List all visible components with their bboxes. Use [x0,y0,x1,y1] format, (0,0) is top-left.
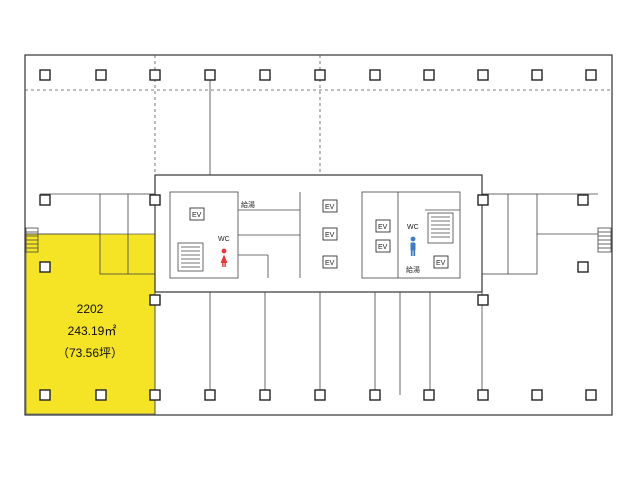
column [369,69,381,81]
unit-number: 2202 [77,302,104,316]
right-wing [481,193,598,275]
left-core [169,191,301,279]
column [149,294,161,306]
male-figure-icon [410,236,416,256]
column [314,389,326,401]
ev-label: EV [378,244,388,251]
column [149,69,161,81]
left-wing [26,193,156,275]
unit-area-tsubo: （73.56坪） [57,346,123,360]
core-outline [154,174,483,293]
structural-columns [39,69,597,401]
column [314,69,326,81]
ev-box-3 [322,227,338,241]
column [39,389,51,401]
column [149,194,161,206]
ev-box-2 [322,199,338,213]
column [477,194,489,206]
right-core [361,191,461,279]
wc-label-men: WC [407,224,419,231]
column [585,389,597,401]
column [39,69,51,81]
column [577,194,589,206]
ev-box-6 [375,239,391,253]
wc-label-women: WC [218,236,230,243]
column [585,69,597,81]
column [369,389,381,401]
ev-label: EV [378,224,388,231]
building-outline [24,54,613,416]
ev-label: EV [325,232,335,239]
ev-box-7 [433,255,449,269]
edge-stairs [25,227,612,253]
column [39,261,51,273]
ev-label: EV [325,204,335,211]
ev-label: EV [436,260,446,267]
column [477,389,489,401]
column [95,69,107,81]
column [259,389,271,401]
column [204,69,216,81]
ev-label: EV [325,260,335,267]
column [477,69,489,81]
column [259,69,271,81]
column [95,389,107,401]
column [477,294,489,306]
ev-label: EV [192,212,202,219]
ev-box-1 [189,207,205,221]
kitchenette-label-left: 給湯 [241,200,255,209]
kitchenette-label-right: 給湯 [406,265,420,274]
column [423,69,435,81]
column [577,261,589,273]
ev-box-4 [322,255,338,269]
column [423,389,435,401]
column [149,389,161,401]
lower-partitions [154,292,483,415]
ev-box-5 [375,219,391,233]
column [531,389,543,401]
column [531,69,543,81]
unit-area-sqm: 243.19㎡ [68,324,117,338]
left-stairs [177,242,204,272]
female-figure-icon [220,248,228,267]
column [204,389,216,401]
elevators: EV EV EV EV EV EV EV [189,199,449,269]
column [39,194,51,206]
right-stairs [427,212,454,244]
